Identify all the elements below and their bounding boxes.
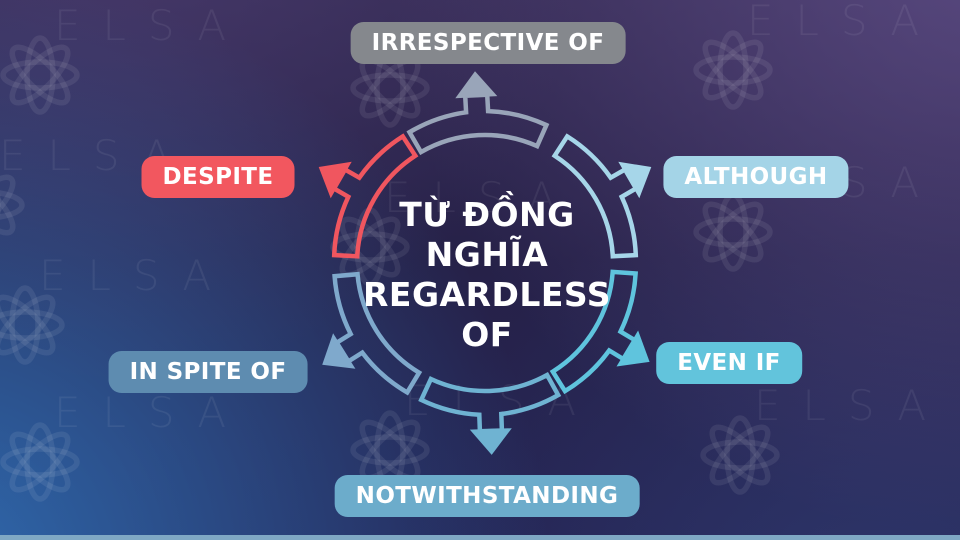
label-in-spite-of: IN SPITE OF (108, 351, 308, 393)
arrow-arc-notwithstanding (418, 371, 562, 434)
bottom-edge-strip (0, 535, 960, 540)
label-even-if: EVEN IF (656, 342, 802, 384)
label-despite: DESPITE (141, 156, 295, 198)
center-title-line: TỪ ĐỒNG (399, 195, 575, 235)
center-title-line: REGARDLESS (362, 275, 611, 314)
arrowhead-icon-irrespective-of (455, 71, 498, 99)
center-title-line: OF (461, 314, 513, 354)
arrowhead-icon-even-if (616, 330, 650, 367)
arrow-arc-irrespective-of (406, 92, 550, 156)
label-notwithstanding: NOTWITHSTANDING (334, 475, 640, 517)
center-title: TỪ ĐỒNG NGHĨA REGARDLESS OF (327, 195, 647, 355)
arrowhead-icon-in-spite-of (322, 333, 356, 369)
arrowhead-icon-although (618, 161, 652, 199)
arrowhead-icon-notwithstanding (469, 428, 512, 455)
arrow-arc-in-spite-of (332, 271, 423, 396)
label-irrespective-of: IRRESPECTIVE OF (350, 22, 626, 64)
label-although: ALTHOUGH (663, 156, 849, 198)
arrow-arc-even-if (549, 269, 638, 395)
arrow-arc-despite (330, 133, 419, 259)
arrowhead-icon-despite (318, 161, 352, 199)
center-title-line: NGHĨA (425, 235, 549, 275)
arrow-arc-although (551, 133, 640, 259)
